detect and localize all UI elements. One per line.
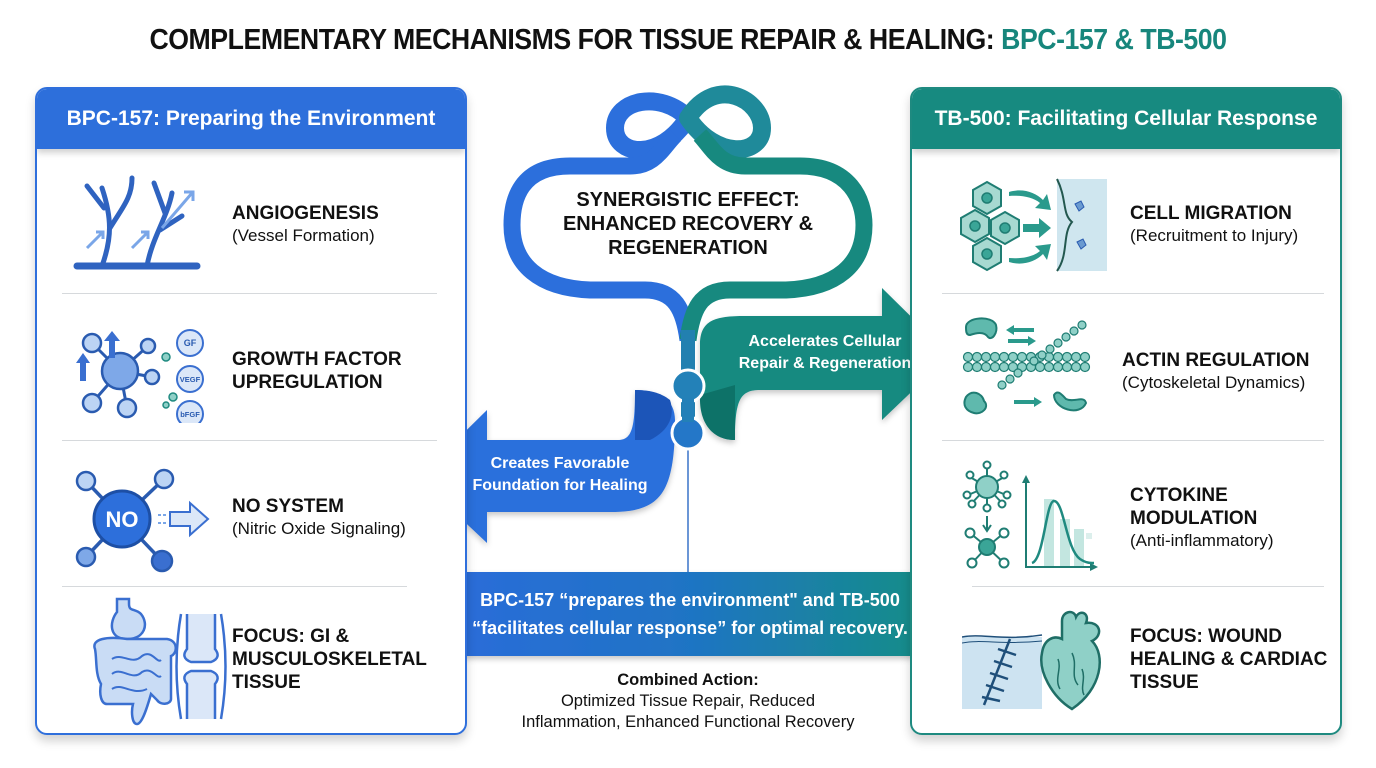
divider bbox=[972, 586, 1324, 587]
right-arrow bbox=[700, 288, 950, 440]
divider bbox=[62, 293, 437, 294]
junction-nodes bbox=[670, 368, 706, 451]
item-text: ANGIOGENESIS (Vessel Formation) bbox=[232, 203, 379, 245]
synergy-cloud-left bbox=[503, 157, 697, 342]
list-item-actin-regulation: ACTIN REGULATION (Cytoskeletal Dynamics) bbox=[912, 301, 1340, 441]
list-item-no-system: NO NO SYSTEM (Nitric Oxide Signaling) bbox=[37, 447, 465, 587]
bpc157-panel: BPC-157: Preparing the Environment ANGIO… bbox=[35, 87, 467, 735]
actin-filament-icon bbox=[962, 317, 1091, 415]
item-text: GROWTH FACTOR UPREGULATION bbox=[232, 349, 402, 393]
list-item-focus-gi: FOCUS: GI & MUSCULOSKELETAL TISSUE bbox=[37, 589, 465, 729]
combined-action-title: Combined Action: bbox=[617, 671, 759, 689]
list-item-growth-factor: GF VEGF bFGF GROWTH FACTOR UPREGULATION bbox=[37, 301, 465, 441]
list-item-cell-migration: CELL MIGRATION (Recruitment to Injury) bbox=[912, 154, 1340, 294]
divider bbox=[942, 440, 1324, 441]
combined-action-line1: Optimized Tissue Repair, Reduced bbox=[560, 692, 816, 710]
title-accent: BPC-157 & TB-500 bbox=[1001, 24, 1227, 56]
item-text: ACTIN REGULATION (Cytoskeletal Dynamics) bbox=[1122, 350, 1310, 392]
infinity-icon bbox=[605, 85, 772, 159]
bpc157-panel-header: BPC-157: Preparing the Environment bbox=[37, 89, 465, 149]
list-item-focus-wound: FOCUS: WOUND HEALING & CARDIAC TISSUE bbox=[912, 589, 1340, 729]
no-badge: NO bbox=[106, 507, 139, 532]
item-text: NO SYSTEM (Nitric Oxide Signaling) bbox=[232, 496, 406, 538]
cytokine-graph-icon bbox=[962, 460, 1098, 571]
divider bbox=[942, 293, 1324, 294]
badge-gf: GF bbox=[184, 338, 197, 348]
cell-migration-icon bbox=[960, 178, 1107, 272]
wound-heart-icon bbox=[962, 610, 1101, 711]
badge-vegf: VEGF bbox=[180, 375, 201, 384]
tb500-panel: TB-500: Facilitating Cellular Response bbox=[910, 87, 1342, 735]
right-arrow-label: Accelerates Cellular Repair & Regenerati… bbox=[738, 333, 912, 372]
synergy-title: SYNERGISTIC EFFECT: ENHANCED RECOVERY & … bbox=[562, 189, 814, 259]
list-item-cytokine: CYTOKINE MODULATION (Anti-inflammatory) bbox=[912, 447, 1340, 587]
summary-banner-text: BPC-157 “prepares the environment" and T… bbox=[472, 590, 908, 638]
tb500-panel-header: TB-500: Facilitating Cellular Response bbox=[912, 89, 1340, 149]
title-main: COMPLEMENTARY MECHANISMS FOR TISSUE REPA… bbox=[149, 24, 995, 56]
combined-action: Combined Action: Optimized Tissue Repair… bbox=[470, 670, 906, 733]
combined-action-line2: Inflammation, Enhanced Functional Recove… bbox=[521, 713, 855, 731]
growth-factor-molecule-icon: GF VEGF bFGF bbox=[76, 329, 204, 423]
badge-bfgf: bFGF bbox=[180, 410, 200, 419]
synergy-cloud-right bbox=[679, 157, 873, 342]
item-text: FOCUS: GI & MUSCULOSKELETAL TISSUE bbox=[232, 625, 427, 693]
list-item-angiogenesis: ANGIOGENESIS (Vessel Formation) bbox=[37, 154, 465, 294]
item-text: FOCUS: WOUND HEALING & CARDIAC TISSUE bbox=[1130, 625, 1328, 693]
divider bbox=[62, 586, 407, 587]
nitric-oxide-molecule-icon: NO bbox=[75, 468, 210, 573]
page-title: COMPLEMENTARY MECHANISMS FOR TISSUE REPA… bbox=[55, 24, 1321, 57]
angiogenesis-vessel-icon bbox=[73, 175, 201, 270]
left-arrow bbox=[418, 390, 675, 543]
divider bbox=[62, 440, 437, 441]
summary-banner bbox=[422, 572, 958, 656]
item-text: CELL MIGRATION (Recruitment to Injury) bbox=[1130, 203, 1299, 245]
left-arrow-label: Creates Favorable Foundation for Healing bbox=[472, 455, 648, 494]
item-text: CYTOKINE MODULATION (Anti-inflammatory) bbox=[1130, 484, 1274, 550]
gi-joint-icon bbox=[93, 597, 227, 726]
